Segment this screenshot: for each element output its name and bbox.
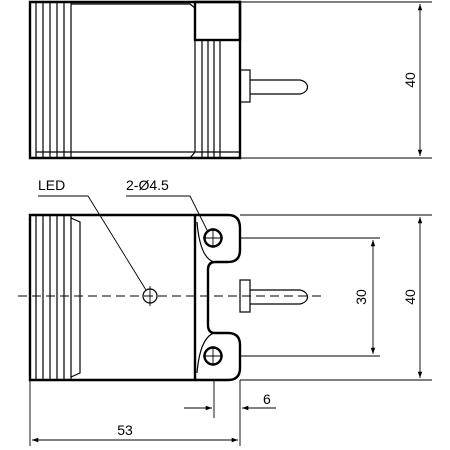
flange-dimension: 6 — [184, 380, 276, 418]
top-view-cable-gland — [239, 69, 251, 103]
led-label: LED — [38, 177, 65, 193]
flange-label: 6 — [263, 391, 271, 407]
front-view-flange-inner — [196, 221, 215, 374]
hole-spacing-label: 30 — [353, 289, 369, 305]
width-dimension: 53 — [29, 380, 241, 446]
mounting-hole-top — [203, 228, 223, 248]
front-height-dimension: 40 — [240, 214, 432, 381]
holes-label: 2-Ø4.5 — [126, 177, 169, 193]
led-leader — [38, 195, 147, 291]
top-view-height-dimension: 40 — [240, 1, 432, 159]
mounting-hole-bottom — [203, 346, 223, 366]
top-view-flange-ribs — [201, 40, 221, 158]
top-height-label: 40 — [402, 72, 418, 88]
front-view-cable — [250, 289, 309, 305]
front-height-label: 40 — [402, 289, 418, 305]
top-view: 40 — [28, 0, 432, 160]
front-view: LED 2-Ø4.5 30 40 6 — [18, 177, 432, 446]
top-view-housing-inner — [35, 2, 240, 158]
width-label: 53 — [117, 422, 133, 438]
holes-leader — [126, 195, 209, 233]
front-view-housing — [28, 213, 197, 382]
top-view-flange-block — [193, 0, 242, 42]
front-view-knurl-rings — [35, 215, 81, 380]
top-view-cable — [250, 79, 309, 95]
top-view-neck — [71, 3, 196, 159]
top-view-knurl-rings — [42, 2, 72, 158]
front-view-flange — [195, 213, 242, 382]
hole-spacing-dimension: 30 — [240, 237, 380, 357]
